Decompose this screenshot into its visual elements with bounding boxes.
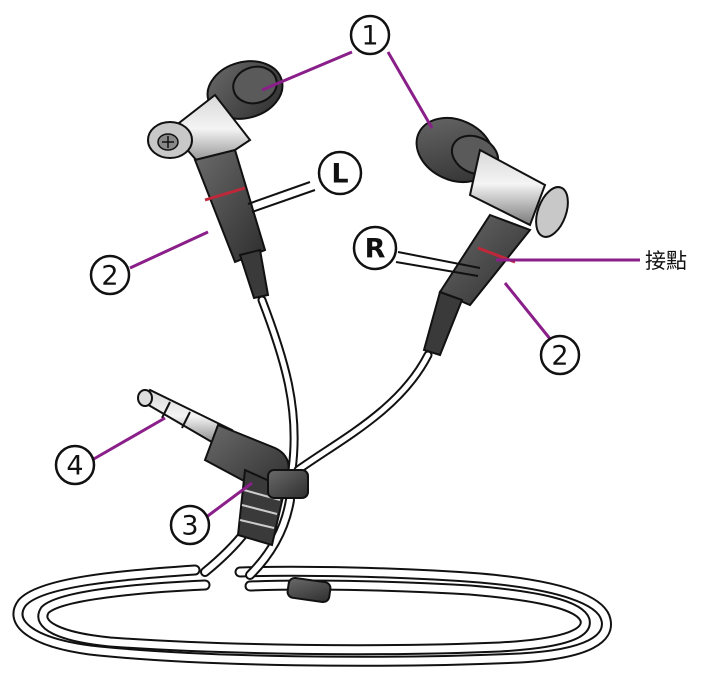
marker-left: L (317, 150, 363, 196)
callout-2-left: 2 (89, 254, 131, 296)
right-earbud (415, 116, 569, 357)
cable-coil (12, 564, 612, 667)
callout-1-label: 1 (361, 21, 378, 52)
marker-right: R (352, 225, 398, 271)
callout-2-right-label: 2 (551, 341, 568, 372)
callout-4-label: 4 (66, 451, 83, 482)
callout-2-left-label: 2 (101, 261, 118, 292)
marker-right-label: R (365, 234, 386, 265)
callout-3-label: 3 (181, 511, 198, 542)
leader-lines (91, 50, 640, 520)
callout-4: 4 (54, 444, 96, 486)
left-earbud (147, 60, 284, 300)
callout-1: 1 (349, 14, 391, 56)
callout-3: 3 (169, 504, 211, 546)
contact-point-label: 接點 (645, 249, 687, 273)
marker-left-label: L (331, 159, 348, 190)
right-cable (293, 350, 433, 475)
left-cable (257, 295, 299, 475)
cable-slider (286, 576, 332, 604)
stereo-plug (137, 388, 309, 547)
marker-leaders (247, 181, 481, 277)
callout-2-right: 2 (539, 334, 581, 376)
